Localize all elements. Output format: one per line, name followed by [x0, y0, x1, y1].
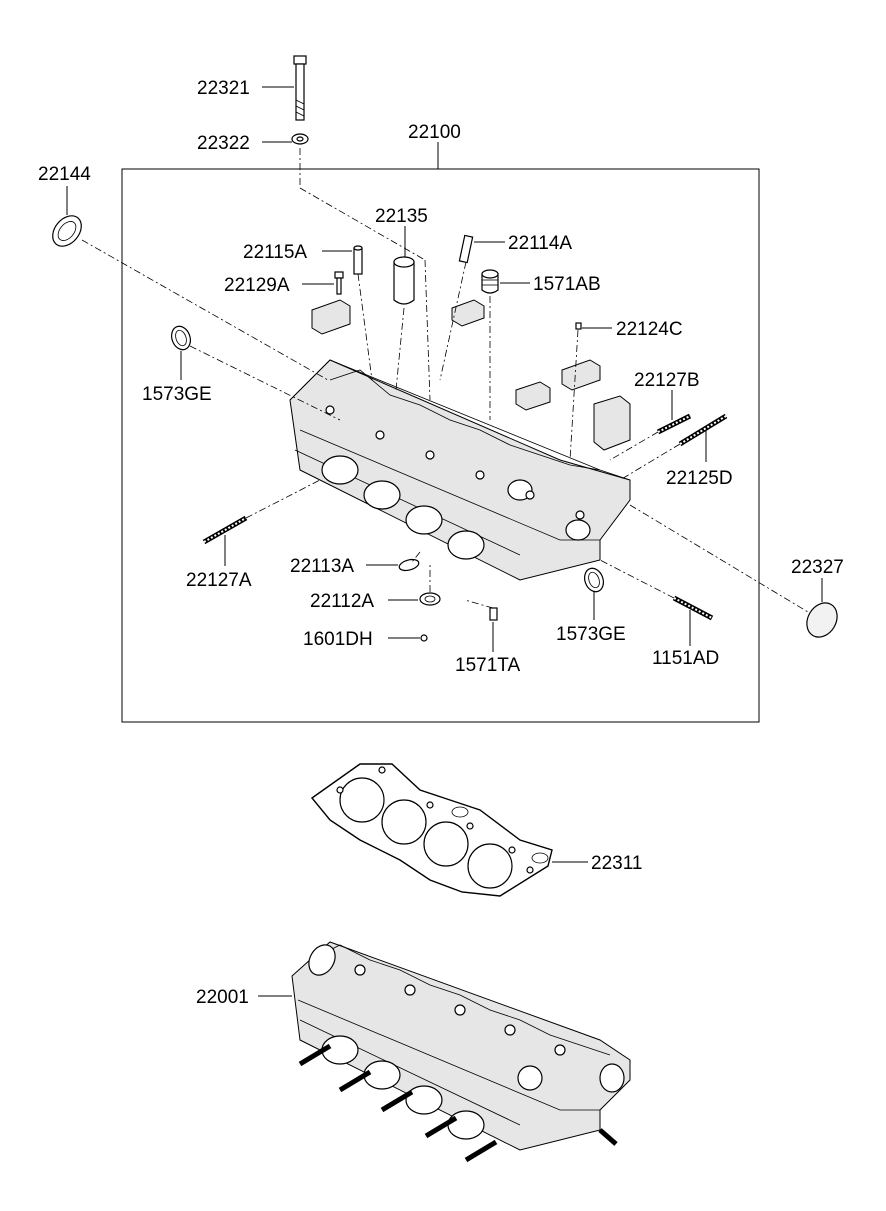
label-22112A: 22112A	[310, 591, 374, 612]
label-22113A: 22113A	[290, 556, 354, 577]
label-1151AD: 1151AD	[652, 648, 719, 669]
label-22001: 22001	[196, 987, 249, 1008]
label-22135: 22135	[375, 206, 428, 227]
stud-22125D-icon[interactable]	[678, 413, 728, 447]
oil-seal-22144-icon[interactable]	[47, 210, 87, 251]
label-22144: 22144	[38, 164, 91, 185]
seal-22112A-icon[interactable]	[419, 592, 441, 606]
label-22100: 22100	[408, 122, 461, 143]
plug-1571TA-icon[interactable]	[489, 607, 498, 621]
label-22124C: 22124C	[616, 319, 683, 340]
label-22114A: 22114A	[508, 233, 572, 254]
label-22321: 22321	[197, 78, 250, 99]
label-22127B: 22127B	[634, 370, 700, 391]
sleeve-22135-icon[interactable]	[393, 256, 415, 305]
label-1573GE-left: 1573GE	[142, 384, 212, 405]
seal-22113A-icon[interactable]	[398, 558, 420, 573]
seal-ring-1573GE-left-icon[interactable]	[168, 324, 193, 353]
cylinder-head-assy-22001-illustration	[291, 941, 631, 1163]
head-gasket-22311-illustration	[310, 763, 553, 897]
washer-22322-icon[interactable]	[291, 133, 309, 145]
bearing-cap-icon	[311, 299, 631, 451]
seal-1571AB-icon[interactable]	[481, 269, 499, 294]
assembly-dash-lines	[81, 148, 809, 613]
label-1601DH: 1601DH	[303, 629, 373, 650]
bolt-22129A-icon[interactable]	[334, 271, 344, 295]
label-1571AB: 1571AB	[533, 274, 601, 295]
bolt-22321-icon[interactable]	[293, 55, 307, 121]
plug-22327-icon[interactable]	[801, 597, 843, 642]
stud-22127A-icon[interactable]	[202, 515, 248, 545]
label-22115A: 22115A	[243, 242, 307, 263]
cylinder-head-22100-illustration	[289, 359, 631, 581]
label-22322: 22322	[197, 133, 250, 154]
stud-22127B-icon[interactable]	[656, 413, 692, 435]
label-22129A: 22129A	[224, 275, 290, 296]
pin-22124C-icon[interactable]	[575, 322, 582, 330]
assembly-frame	[121, 168, 760, 723]
leader-lines	[66, 86, 823, 997]
stud-1151AD-icon[interactable]	[672, 595, 714, 621]
label-22327: 22327	[791, 557, 844, 578]
label-1571TA: 1571TA	[455, 655, 520, 676]
label-22125D: 22125D	[666, 468, 733, 489]
label-1573GE-right: 1573GE	[556, 624, 626, 645]
pin-1601DH-icon[interactable]	[420, 634, 428, 642]
label-22311: 22311	[591, 853, 642, 874]
seal-ring-1573GE-right-icon[interactable]	[581, 566, 606, 595]
guide-22114A-icon[interactable]	[458, 234, 474, 264]
label-22127A: 22127A	[186, 570, 252, 591]
guide-22115A-icon[interactable]	[353, 245, 363, 275]
